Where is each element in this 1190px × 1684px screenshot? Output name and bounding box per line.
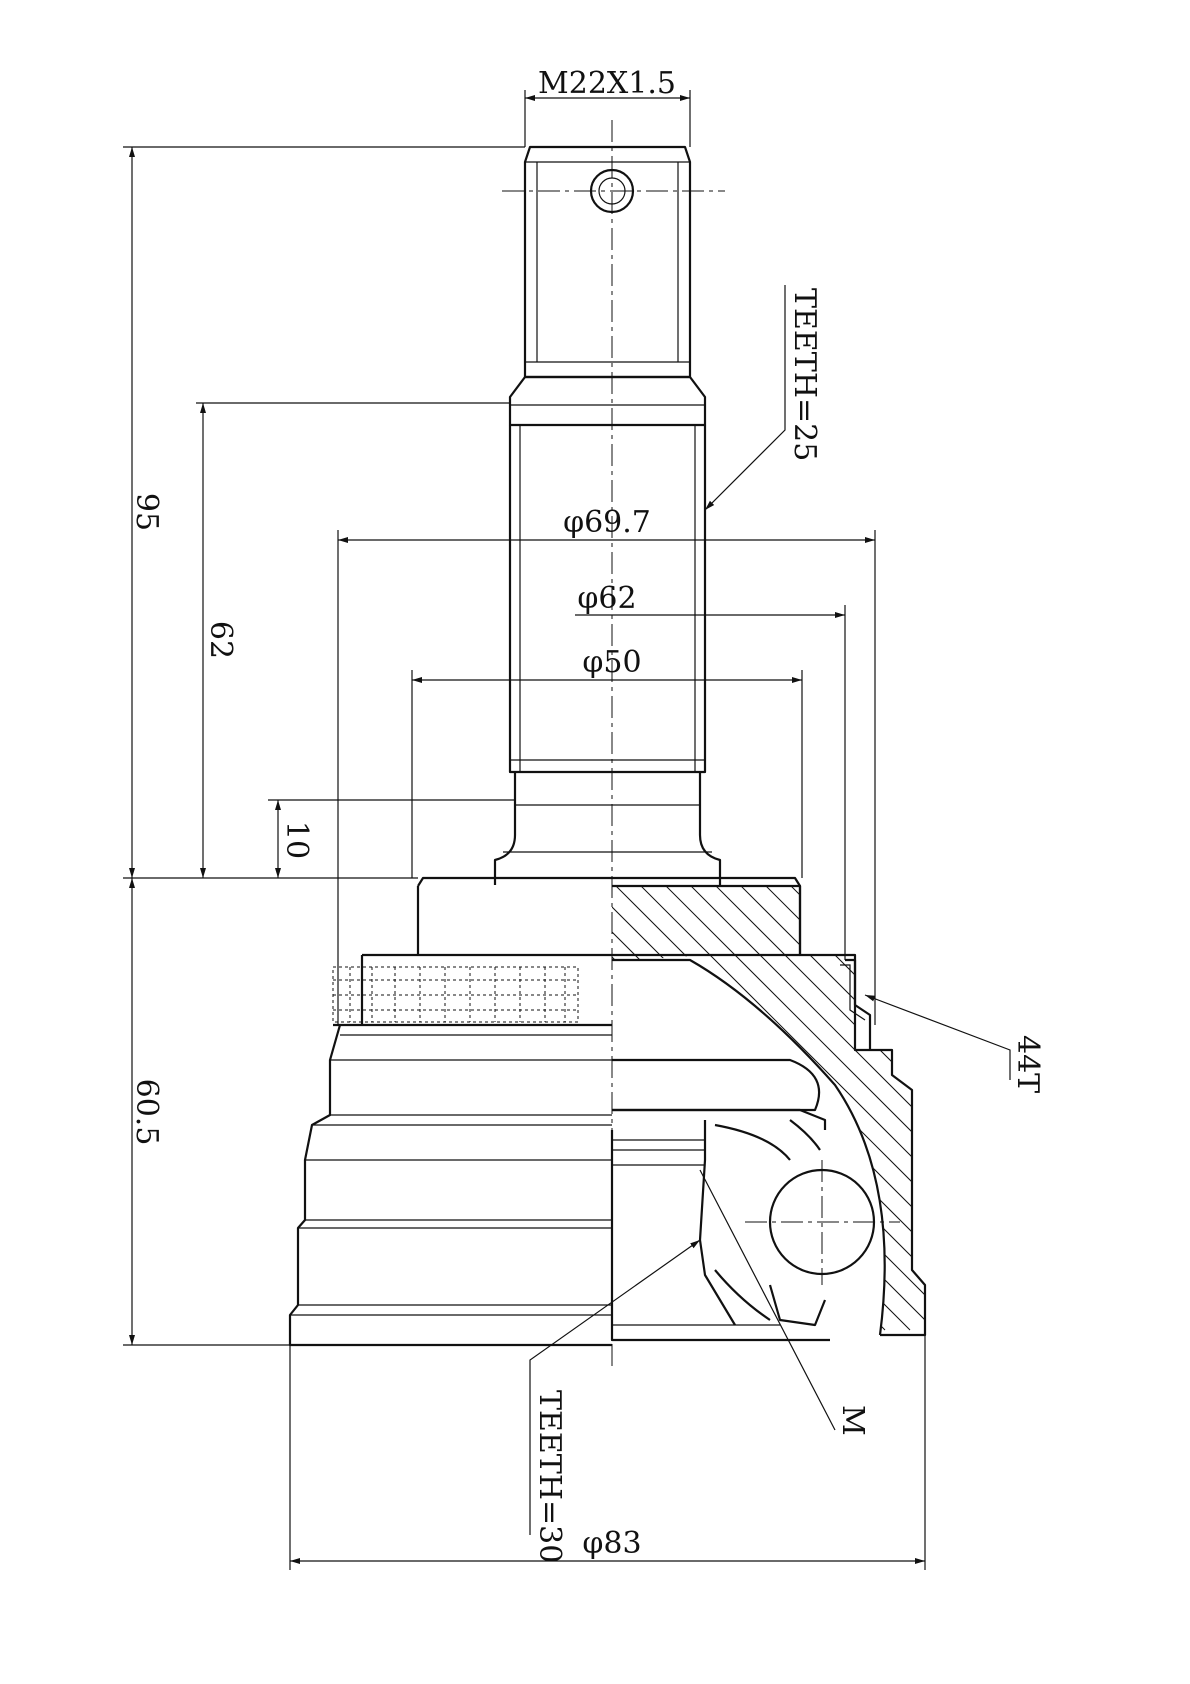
abs-ring [332, 955, 612, 1027]
shoulder-label: 10 [279, 821, 314, 859]
neck-diameter-dimension: φ50 [411, 645, 803, 878]
outer-teeth-callout: TEETH=25 [704, 285, 822, 511]
ring-diameter-dimension: φ62 [575, 581, 846, 960]
abs-ring-callout: 44T [864, 994, 1045, 1093]
inner-teeth-callout: TEETH=30 [529, 1239, 701, 1563]
housing-diameter-label: φ83 [582, 1526, 641, 1561]
ball-bearing-icon [745, 1160, 900, 1285]
thread-label: M22X1.5 [538, 66, 676, 101]
ring-diameter-label: φ62 [577, 581, 636, 616]
circlip-callout: M [699, 1169, 870, 1436]
inner-teeth-label: TEETH=30 [532, 1390, 567, 1563]
overall-length-label: 95 [129, 493, 164, 531]
inner-race [610, 1058, 830, 1342]
neck-diameter-label: φ50 [582, 645, 641, 680]
abs-ring-label: 44T [1010, 1035, 1045, 1093]
housing-diameter-dimension: φ83 [289, 1335, 926, 1570]
shaft-length-dimension: 62 [196, 402, 510, 878]
housing-section [612, 884, 927, 1337]
seal-diameter-label: φ69.7 [563, 505, 651, 540]
cotter-pin-hole-icon [589, 168, 635, 214]
shaft-length-label: 62 [203, 621, 238, 659]
thread-dimension: M22X1.5 [524, 66, 691, 147]
shoulder-dimension: 10 [268, 799, 515, 878]
threaded-stub [502, 145, 725, 379]
seal-diameter-dimension: φ69.7 [337, 505, 876, 1025]
circlip-label: M [835, 1405, 870, 1436]
splined-shaft [493, 375, 722, 885]
overall-length-dimension: 95 [123, 146, 525, 879]
outer-teeth-label: TEETH=25 [787, 288, 822, 461]
outer-housing [288, 1024, 612, 1347]
body-length-dimension: 60.5 [123, 878, 290, 1346]
body-length-label: 60.5 [129, 1079, 164, 1146]
housing-neck [362, 876, 802, 957]
